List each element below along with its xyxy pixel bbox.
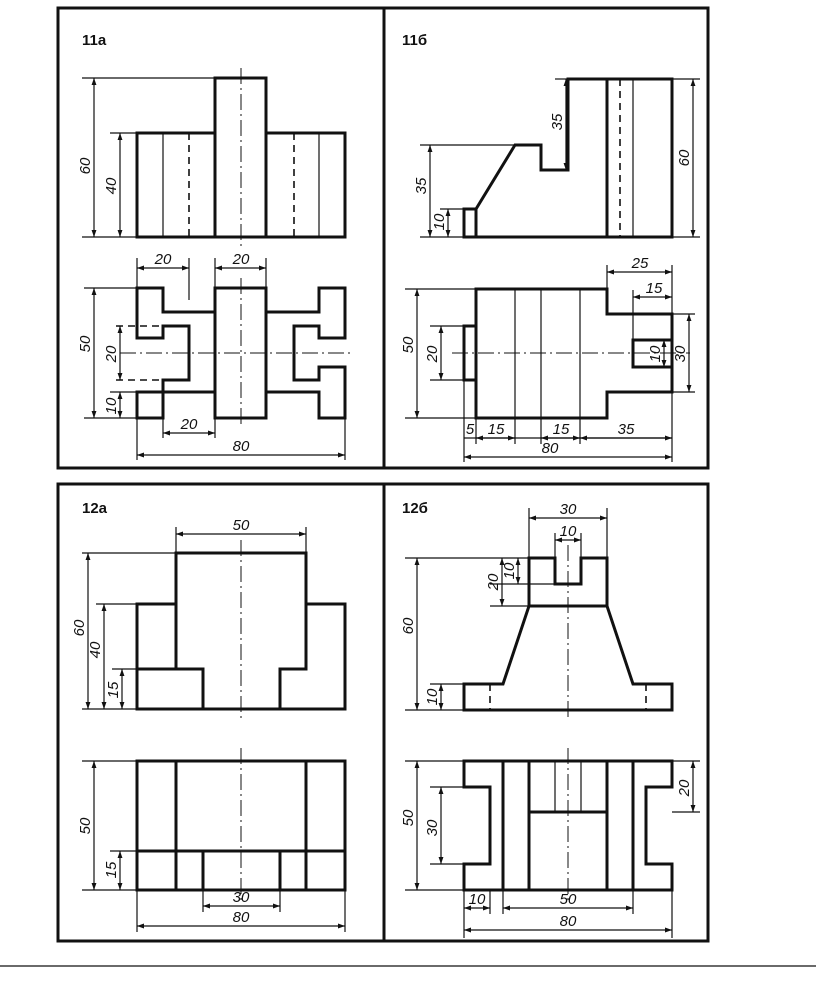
panel-label-11a: 11а xyxy=(82,32,107,49)
dim-12b-w80: 80 xyxy=(560,913,577,930)
top-dims-12b: 50 30 20 10 50 80 xyxy=(400,760,700,938)
dim-11b-h30: 30 xyxy=(672,345,689,362)
top-view-11a xyxy=(116,278,350,428)
dim-12b-h10b: 10 xyxy=(424,688,441,705)
dim-11b-w15b: 15 xyxy=(488,421,505,438)
dim-11b-h20: 20 xyxy=(424,345,441,363)
dim-12a-h15b: 15 xyxy=(103,861,120,878)
front-view-12b xyxy=(462,545,674,720)
dim-11a-w20c: 20 xyxy=(180,416,198,433)
dim-11b-h50: 50 xyxy=(400,336,417,353)
dim-11a-h40: 40 xyxy=(103,177,120,194)
dim-12b-h20: 20 xyxy=(485,573,502,591)
dim-11b-h10b: 10 xyxy=(647,345,664,362)
dim-12b-w10b: 10 xyxy=(469,891,486,908)
dim-12b-w10: 10 xyxy=(560,523,577,540)
panel-11a: 11а 60 40 xyxy=(77,32,350,460)
panel-label-11b: 11б xyxy=(402,32,427,49)
dim-11b-w25: 25 xyxy=(631,255,649,272)
dim-12a-w30: 30 xyxy=(233,889,250,906)
dim-12b-w30: 30 xyxy=(560,501,577,518)
dim-11b-h10: 10 xyxy=(431,213,448,230)
dim-11b-w35: 35 xyxy=(618,421,635,438)
dim-12b-h50: 50 xyxy=(400,809,417,826)
dim-11b-h35b: 35 xyxy=(413,177,430,194)
dim-11a-h50: 50 xyxy=(77,335,94,352)
dim-12b-h60: 60 xyxy=(400,617,417,634)
dim-11a-h20: 20 xyxy=(103,345,120,363)
panel-label-12a: 12а xyxy=(82,500,108,517)
dim-12b-h10a: 10 xyxy=(501,562,518,579)
panel-12a: 12а 50 60 40 15 xyxy=(71,500,347,932)
dim-11a-w20b: 20 xyxy=(232,251,250,268)
dim-12a-h15: 15 xyxy=(105,681,122,698)
dim-11a-h60: 60 xyxy=(77,157,94,174)
dim-11b-h60: 60 xyxy=(676,149,693,166)
front-view-11b xyxy=(462,77,674,239)
dim-11a-h10: 10 xyxy=(103,397,120,414)
top-view-12a xyxy=(135,748,347,903)
top-view-12b xyxy=(462,748,674,903)
front-dims-11a: 60 40 xyxy=(77,77,215,238)
page-frames xyxy=(0,6,816,967)
panel-12b: 12б 30 10 60 2 xyxy=(400,500,700,938)
dim-12b-h30: 30 xyxy=(424,819,441,836)
dim-11b-w15a: 15 xyxy=(646,280,663,297)
panel-11b: 11б 35 35 10 60 xyxy=(400,32,700,462)
dim-12b-h20b: 20 xyxy=(676,779,693,797)
dim-12a-h50: 50 xyxy=(77,817,94,834)
dim-11b-w80: 80 xyxy=(542,440,559,457)
front-dims-12a: 50 60 40 15 xyxy=(71,517,307,710)
dim-12a-w80: 80 xyxy=(233,909,250,926)
dim-12a-h60: 60 xyxy=(71,619,88,636)
dim-11b-h35a: 35 xyxy=(549,113,566,130)
front-view-11a xyxy=(135,68,347,248)
panel-label-12b: 12б xyxy=(402,500,428,517)
dim-11a-w20a: 20 xyxy=(154,251,172,268)
dim-11b-w15c: 15 xyxy=(553,421,570,438)
top-dims-11b: 25 15 50 20 10 30 xyxy=(400,255,695,462)
front-dims-11b: 35 35 10 60 xyxy=(413,78,700,238)
dim-11a-w80: 80 xyxy=(233,438,250,455)
top-dims-11a: 20 20 50 20 10 20 80 xyxy=(77,251,346,460)
dim-12a-h40: 40 xyxy=(87,641,104,658)
dim-12b-w50: 50 xyxy=(560,891,577,908)
top-dims-12a: 50 15 30 80 xyxy=(77,760,346,932)
front-view-12a xyxy=(135,540,347,720)
dim-12a-w50: 50 xyxy=(233,517,250,534)
front-dims-12b: 30 10 60 20 10 10 xyxy=(400,501,608,711)
dim-11b-w5: 5 xyxy=(466,421,475,438)
